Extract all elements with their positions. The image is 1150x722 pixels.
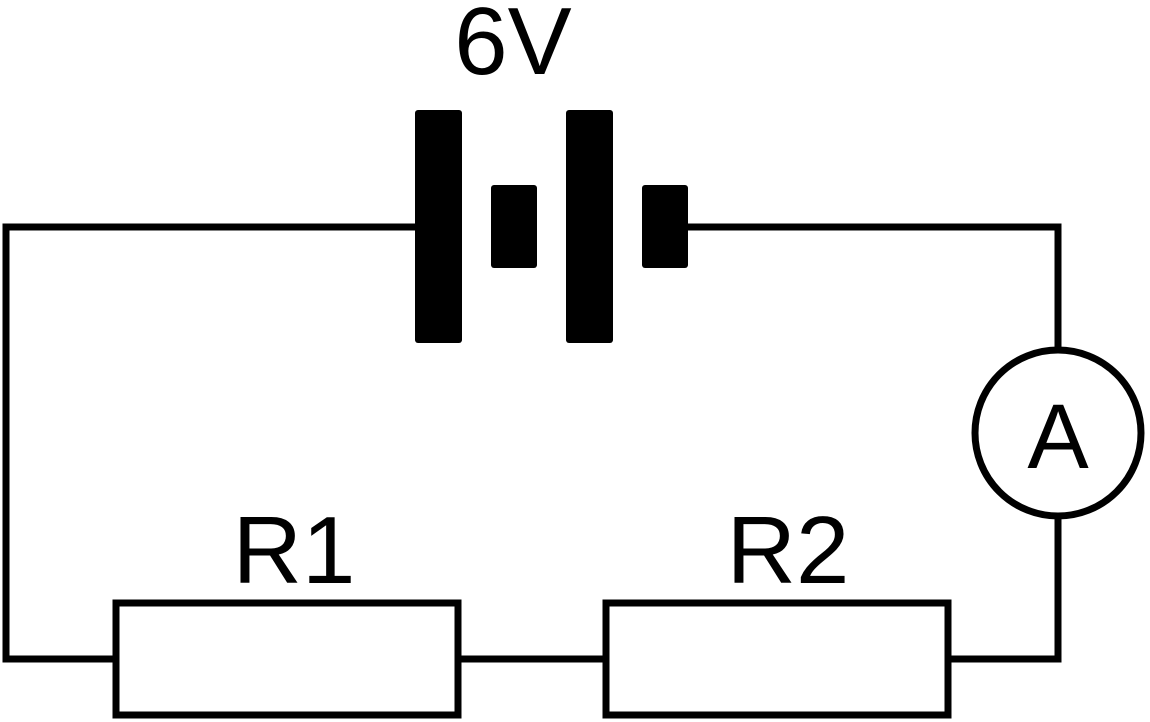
ammeter-label: A — [1027, 386, 1089, 488]
resistor-r2-body — [602, 599, 952, 719]
wire-top-right — [680, 223, 1062, 354]
ammeter-circle — [971, 346, 1145, 520]
resistor-r1-body — [112, 599, 462, 719]
ammeter: A — [971, 346, 1145, 520]
resistor-r1: R1 — [112, 497, 462, 719]
battery-plate-short-1 — [491, 185, 537, 268]
battery-plate-long-2 — [566, 110, 613, 343]
resistor-r2: R2 — [602, 497, 952, 719]
resistor-r2-label: R2 — [727, 497, 850, 604]
battery: 6V — [415, 0, 688, 343]
battery-voltage-label: 6V — [454, 0, 571, 95]
battery-plate-short-2 — [642, 185, 688, 268]
wire-top-left — [2, 223, 422, 663]
wire-bottom-right — [944, 512, 1062, 663]
battery-plate-long-1 — [415, 110, 462, 343]
wires — [2, 223, 1062, 663]
resistor-r1-label: R1 — [233, 497, 356, 604]
